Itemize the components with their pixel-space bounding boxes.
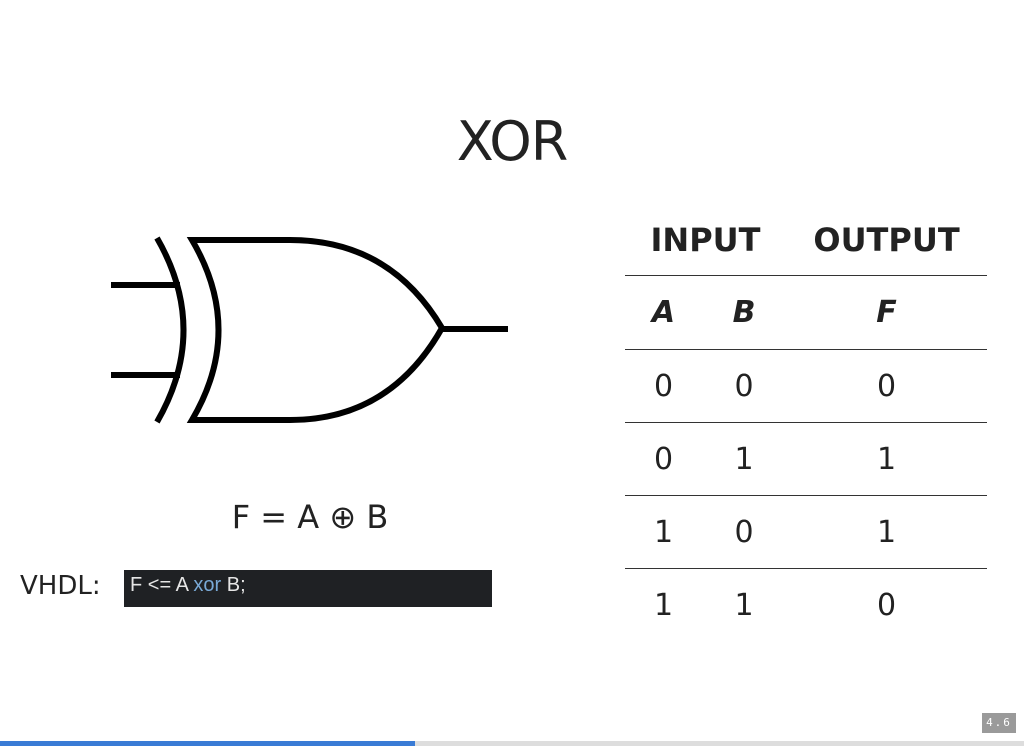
slide-title: XOR <box>456 110 569 173</box>
progress-fill <box>0 741 415 746</box>
cell-a: 1 <box>653 587 674 623</box>
input-header: INPUT <box>625 205 786 276</box>
code-text-end: B; <box>221 574 246 596</box>
table-row: 1 0 1 <box>625 495 987 569</box>
cell-b: 0 <box>702 349 786 423</box>
cell-b: 0 <box>702 495 786 569</box>
table-row: 1 1 0 <box>625 569 987 642</box>
cell-f: 1 <box>786 495 987 569</box>
cell-a: 0 <box>625 422 702 496</box>
cell-f: 0 <box>876 587 897 623</box>
vhdl-label: VHDL: <box>20 571 101 601</box>
column-f-header: F <box>786 275 987 350</box>
cell-f: 0 <box>786 349 987 423</box>
code-keyword: xor <box>193 574 222 596</box>
slide-number: 4.6 <box>982 713 1016 733</box>
formula: F = A ⊕ B <box>231 498 389 536</box>
table-row: 0 1 1 <box>625 422 987 496</box>
output-header: OUTPUT <box>786 205 987 276</box>
cell-b: 1 <box>734 587 754 623</box>
cell-a: 0 <box>625 349 702 423</box>
xor-gate-icon <box>111 236 508 424</box>
table-row: 0 0 0 <box>625 349 987 423</box>
cell-f: 1 <box>786 422 987 496</box>
column-b-header: B <box>702 275 786 350</box>
truth-table: INPUT OUTPUT A B F 0 0 0 0 1 1 1 0 <box>625 205 987 641</box>
vhdl-code-block: F <= A xor B; <box>124 570 492 607</box>
progress-bar <box>0 741 1024 746</box>
cell-b: 1 <box>702 422 786 496</box>
code-text: F <= A <box>130 574 194 596</box>
cell-a: 1 <box>625 495 702 569</box>
column-a-header: A <box>625 275 702 350</box>
